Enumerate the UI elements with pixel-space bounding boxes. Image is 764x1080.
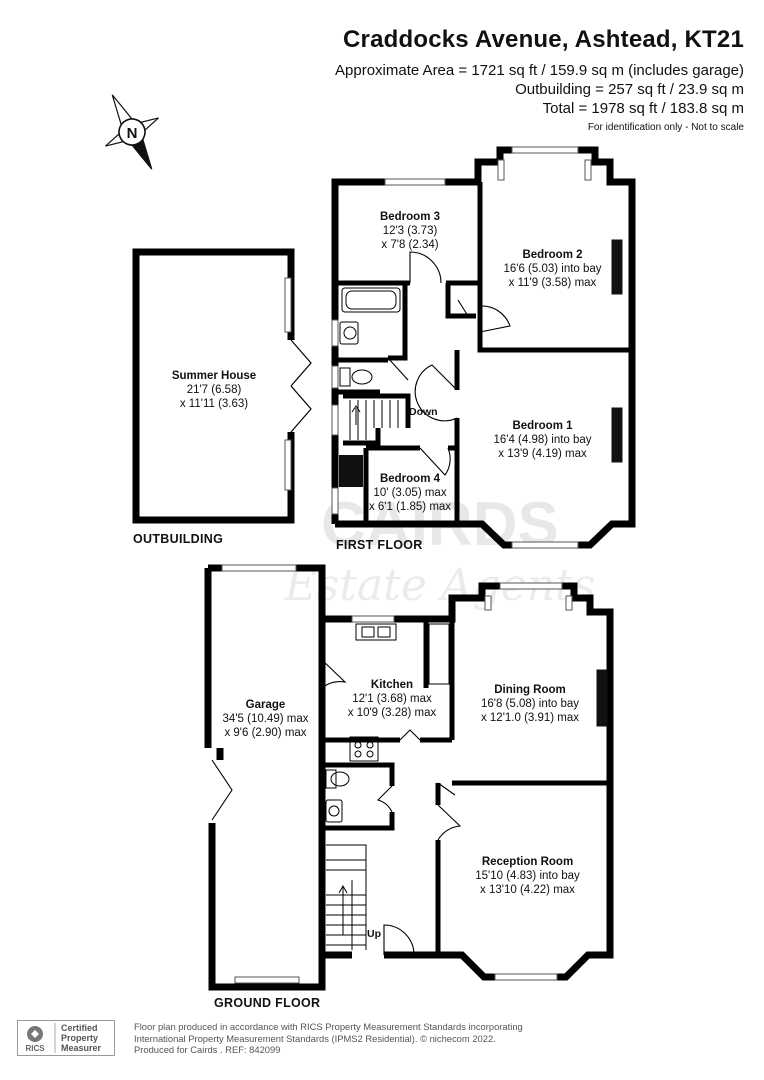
badge-line: Property xyxy=(61,1033,98,1043)
room-name: Bedroom 3 xyxy=(379,211,441,223)
area-outbuilding: Outbuilding = 257 sq ft / 23.9 sq m xyxy=(515,81,744,98)
footer-disclaimer: Floor plan produced in accordance with R… xyxy=(134,1021,523,1056)
room-bedroom-4: Bedroom 4 10' (3.05) max x 6'1 (1.85) ma… xyxy=(365,472,455,514)
room-dim: 12'3 (3.73) xyxy=(382,225,438,237)
room-summer-house: Summer House 21'7 (6.58) x 11'11 (3.63) xyxy=(150,369,278,411)
room-dim: x 12'1.0 (3.91) max xyxy=(480,712,580,724)
room-bedroom-2: Bedroom 2 16'6 (5.03) into bay x 11'9 (3… xyxy=(490,248,615,290)
badge-line: Certified xyxy=(61,1023,98,1033)
room-dim: 34'5 (10.49) max xyxy=(222,713,309,725)
room-name: Bedroom 2 xyxy=(522,249,583,261)
room-name: Reception Room xyxy=(481,856,574,868)
floor-label-first: FIRST FLOOR xyxy=(336,538,423,552)
room-dim: 16'6 (5.03) into bay xyxy=(503,263,602,275)
stairs-up-label: Up xyxy=(367,928,381,940)
footer-line: International Property Measurement Stand… xyxy=(134,1032,496,1044)
footer-line: Floor plan produced in accordance with R… xyxy=(134,1021,523,1032)
room-dim: x 9'6 (2.90) max xyxy=(224,727,307,739)
outbuilding-walls xyxy=(132,248,295,524)
property-title: Craddocks Avenue, Ashtead, KT21 xyxy=(343,26,744,53)
room-dim: 21'7 (6.58) xyxy=(186,384,242,396)
room-kitchen: Kitchen 12'1 (3.68) max x 10'9 (3.28) ma… xyxy=(338,678,446,720)
badge-line: Measurer xyxy=(61,1043,102,1053)
area-approximate: Approximate Area = 1721 sq ft / 159.9 sq… xyxy=(335,62,744,79)
compass-north-label: N xyxy=(127,125,138,142)
identification-note: For identification only - Not to scale xyxy=(587,122,744,133)
floor-label-ground: GROUND FLOOR xyxy=(214,996,321,1010)
room-name: Bedroom 4 xyxy=(379,473,441,485)
room-dim: x 13'10 (4.22) max xyxy=(480,884,575,896)
room-dim: 15'10 (4.83) into bay xyxy=(475,870,580,882)
rics-badge: RICS Certified Property Measurer xyxy=(17,1020,115,1056)
room-dim: x 11'11 (3.63) xyxy=(179,398,249,410)
room-name: Kitchen xyxy=(370,679,414,691)
rics-logo-icon: RICS Certified Property Measurer xyxy=(17,1020,115,1056)
floor-label-outbuilding: OUTBUILDING xyxy=(133,532,224,546)
stairs-down-label: Down xyxy=(409,406,438,418)
room-name: Garage xyxy=(245,699,286,711)
room-dim: x 10'9 (3.28) max xyxy=(347,707,437,719)
room-name: Dining Room xyxy=(494,684,566,696)
room-name: Bedroom 1 xyxy=(512,420,573,432)
room-dim: 12'1 (3.68) max xyxy=(352,693,432,705)
room-dim: x 7'8 (2.34) xyxy=(381,239,439,251)
room-garage: Garage 34'5 (10.49) max x 9'6 (2.90) max xyxy=(213,698,318,740)
room-dim: 16'8 (5.08) into bay xyxy=(480,698,580,710)
compass-icon: N xyxy=(105,94,159,170)
room-reception-room: Reception Room 15'10 (4.83) into bay x 1… xyxy=(455,855,600,897)
room-bedroom-1: Bedroom 1 16'4 (4.98) into bay x 13'9 (4… xyxy=(475,419,610,461)
area-total: Total = 1978 sq ft / 183.8 sq m xyxy=(542,100,744,117)
footer-line: Produced for Cairds . REF: 842099 xyxy=(134,1044,281,1055)
room-dim: x 13'9 (4.19) max xyxy=(498,448,587,460)
rics-logo-text: RICS xyxy=(25,1044,45,1053)
room-dim: 10' (3.05) max xyxy=(373,487,447,499)
ground-floor-walls xyxy=(204,564,614,991)
room-dim: x 6'1 (1.85) max xyxy=(368,501,452,513)
room-dim: x 11'9 (3.58) max xyxy=(508,277,597,289)
room-dining-room: Dining Room 16'8 (5.08) into bay x 12'1.… xyxy=(465,683,595,725)
room-bedroom-3: Bedroom 3 12'3 (3.73) x 7'8 (2.34) xyxy=(355,210,465,252)
room-name: Summer House xyxy=(171,370,257,382)
room-dim: 16'4 (4.98) into bay xyxy=(493,434,592,446)
